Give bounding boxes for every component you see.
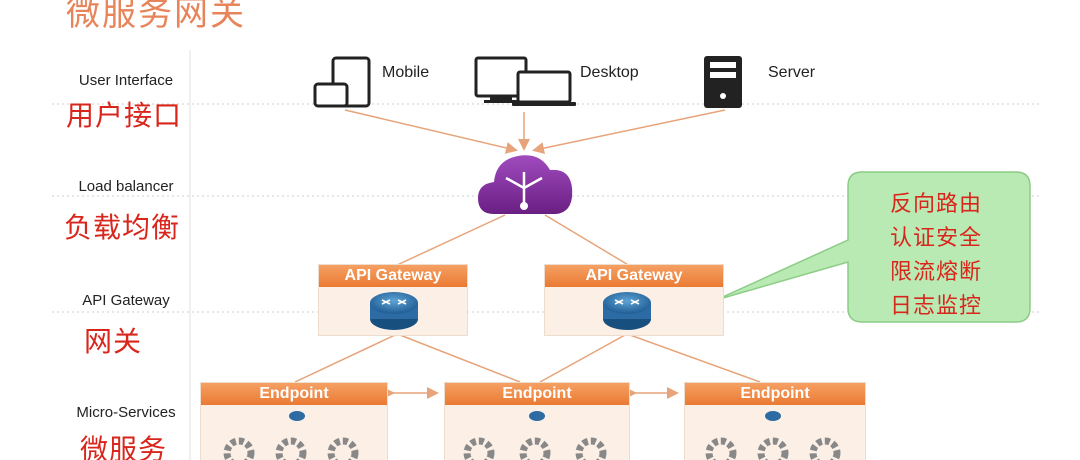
layer-label-cn: 网关: [84, 325, 143, 358]
endpoint-label: Endpoint: [201, 383, 387, 405]
device-label-server: Server: [768, 64, 816, 81]
layer-label-en: API Gateway: [82, 292, 170, 309]
layer-label-cn: 微服务: [80, 433, 168, 460]
layer-label-cn: 用户接口: [66, 99, 183, 132]
line-gw1-to-ep1: [294, 334, 396, 383]
device-label-mobile: Mobile: [382, 64, 430, 81]
service-gears-icon: [463, 411, 607, 460]
line-gw1-to-ep2: [399, 334, 521, 383]
line-server-to-lb: [532, 109, 726, 155]
line-lb-to-gw2: [544, 214, 631, 267]
api-gateway-label: API Gateway: [319, 265, 467, 287]
server-icon: [704, 56, 742, 108]
api-gateway-box: API Gateway: [544, 264, 724, 336]
service-gears-icon: [223, 411, 359, 460]
line-gw2-to-ep2: [539, 334, 626, 383]
endpoint-label: Endpoint: [445, 383, 629, 405]
line-gw2-to-ep3: [629, 334, 761, 383]
diagram-title: 微服务网关: [66, 0, 246, 34]
callout-line: 认证安全: [890, 226, 983, 251]
endpoint-box: Endpoint: [684, 382, 866, 460]
callout-line: 限流熔断: [890, 260, 983, 285]
layer-label-en: User Interface: [78, 72, 174, 89]
mobile-tablet-icon: [313, 56, 371, 108]
api-gateway-box: API Gateway: [318, 264, 468, 336]
line-lb-to-gw1: [394, 214, 506, 267]
callout-line: 反向路由: [890, 192, 983, 217]
router-icon: [603, 292, 651, 330]
service-gears-icon: [705, 411, 841, 460]
api-gateway-label: API Gateway: [545, 265, 723, 287]
desktop-icon: [474, 56, 576, 106]
layer-label-en: Micro-Services: [76, 404, 176, 421]
endpoint-box: Endpoint: [444, 382, 630, 460]
device-label-desktop: Desktop: [580, 64, 639, 81]
router-icon: [370, 292, 418, 330]
line-mobile-to-lb: [344, 109, 518, 154]
endpoint-label: Endpoint: [685, 383, 865, 405]
callout-bubble: [715, 171, 1031, 323]
layer-label-en: Load balancer: [78, 178, 174, 195]
endpoint-box: Endpoint: [200, 382, 388, 460]
layer-label-cn: 负载均衡: [64, 211, 181, 244]
cloud-load-balancer-icon: [478, 155, 573, 214]
callout-line: 日志监控: [890, 294, 983, 319]
